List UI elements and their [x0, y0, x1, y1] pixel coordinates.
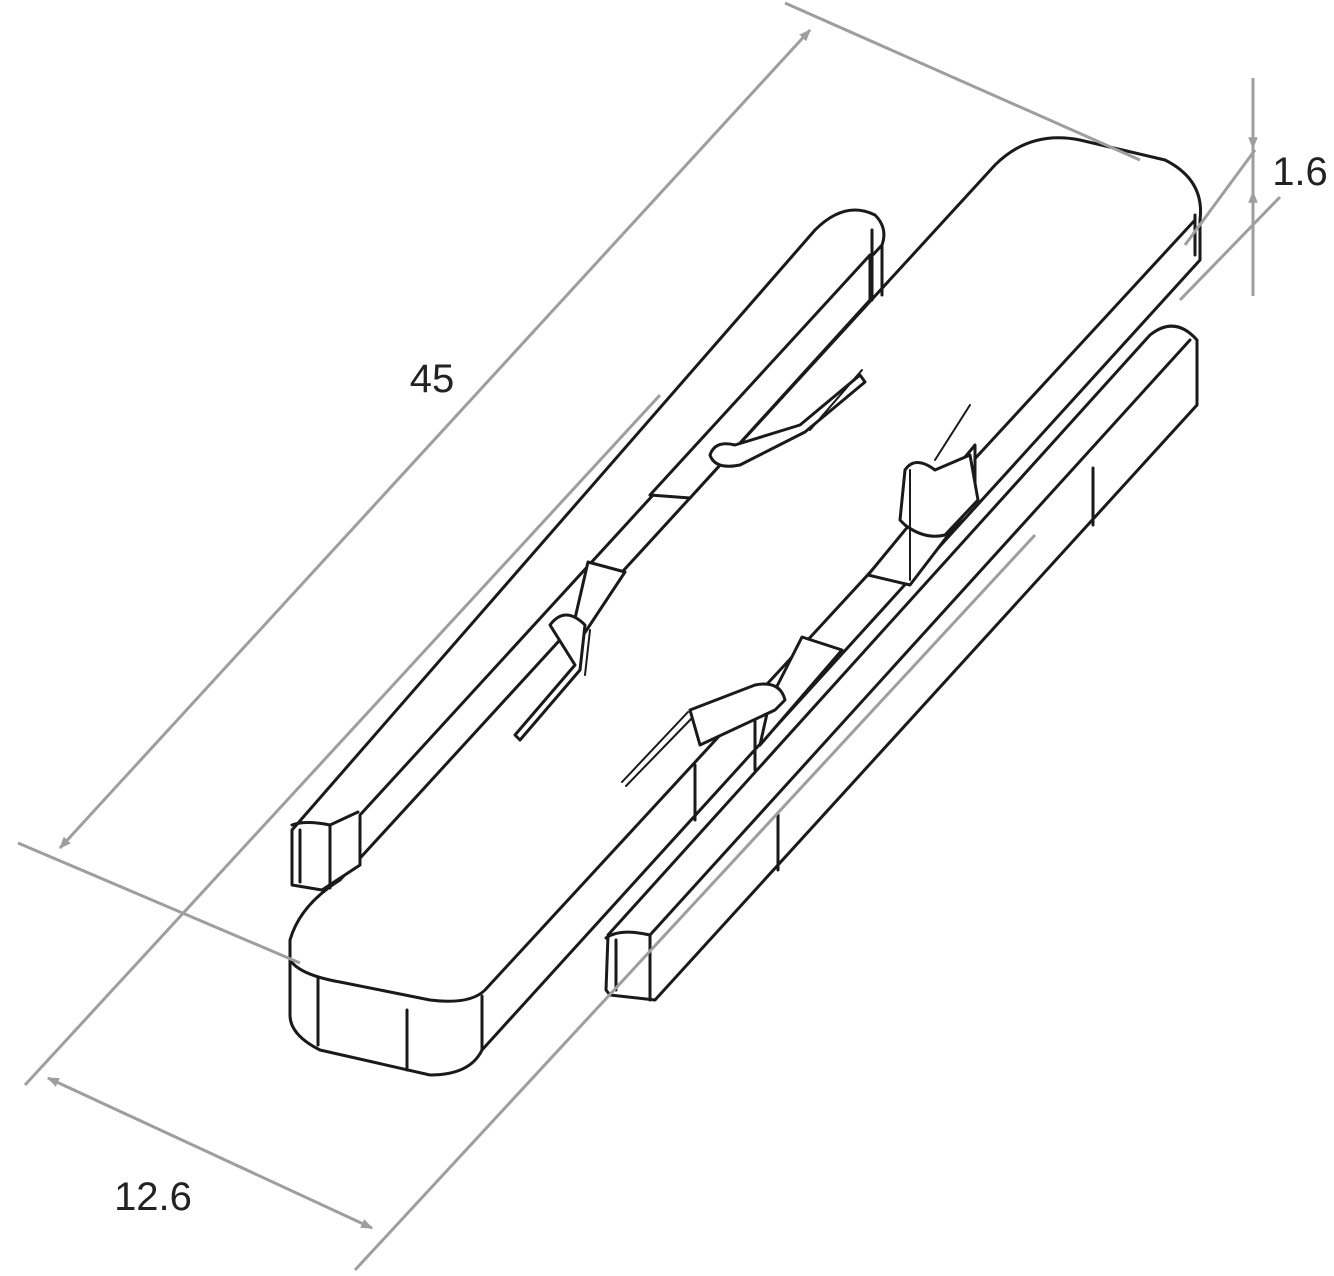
dimension-width: 12.6 — [23, 393, 1037, 1272]
latch-right — [898, 404, 980, 581]
connector-part — [288, 136, 1203, 1077]
main-body — [288, 136, 1203, 1077]
length-label: 45 — [410, 357, 455, 401]
width-label: 12.6 — [114, 1175, 192, 1219]
thickness-label: 1.6 — [1272, 150, 1328, 194]
dimension-thickness: 1.6 — [1178, 78, 1328, 302]
dimension-length: 45 — [17, 1, 1141, 965]
